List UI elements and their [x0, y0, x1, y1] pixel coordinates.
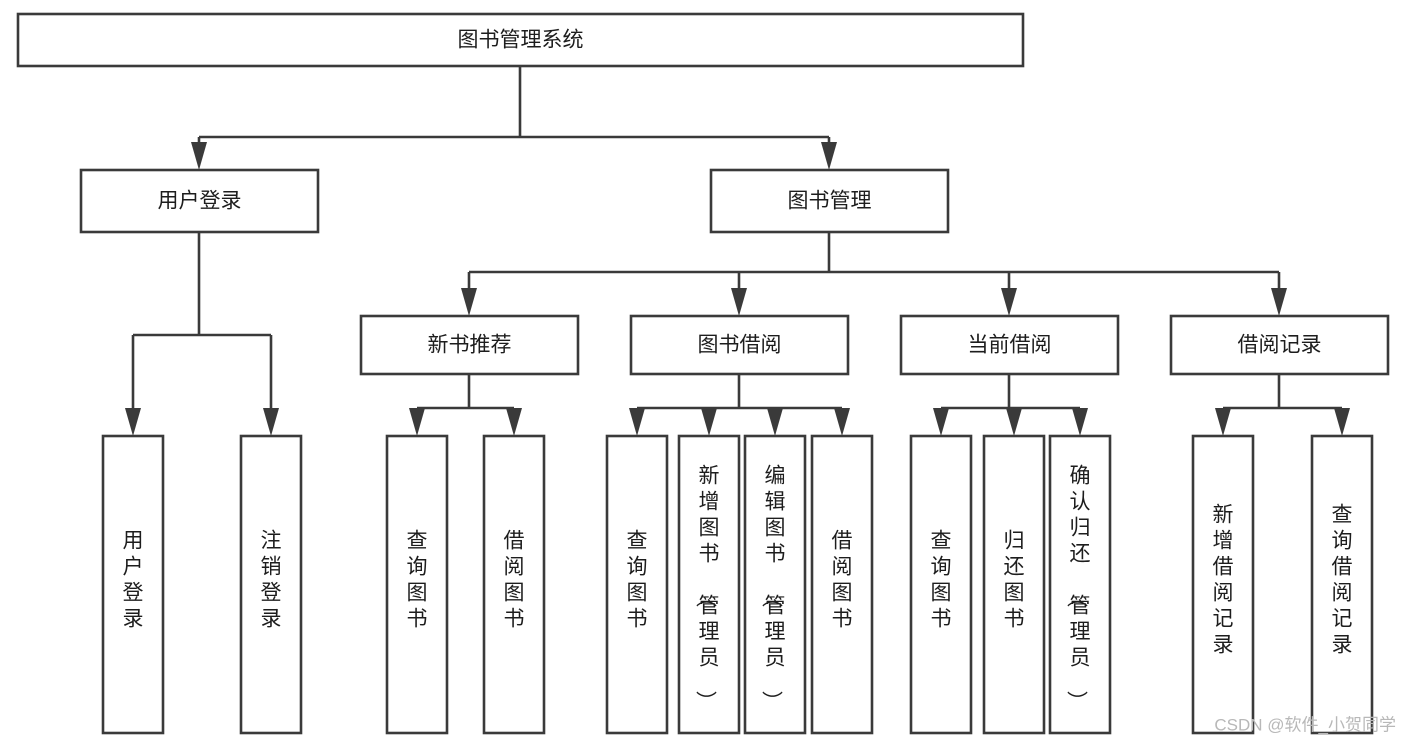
arrow-head-icon [125, 408, 141, 436]
arrow-head-icon [731, 288, 747, 316]
node-new-book-recommend[interactable]: 新书推荐 [359, 314, 580, 376]
node-box [709, 168, 950, 234]
node-label: 确认归还（管理员） [1065, 465, 1091, 712]
arrow-head-icon [821, 142, 837, 170]
arrow-head-icon [629, 408, 645, 436]
node-box [385, 434, 449, 735]
node-label: 查询图书 [407, 530, 428, 631]
node-label: 当前借阅 [968, 334, 1052, 357]
node-box [629, 314, 850, 376]
node-leaf-query-book-rec[interactable]: 查询图书 [385, 434, 449, 735]
node-box [16, 12, 1025, 68]
node-label: 编辑图书（管理员） [760, 465, 786, 712]
arrow-head-icon [1001, 288, 1017, 316]
node-leaf-add-borrow-record[interactable]: 新增借阅记录 [1191, 434, 1255, 735]
node-label: 借阅图书 [504, 530, 525, 631]
node-box [909, 434, 973, 735]
node-box [743, 434, 807, 735]
arrow-head-icon [1271, 288, 1287, 316]
node-book-manage[interactable]: 图书管理 [709, 168, 950, 234]
arrow-head-icon [701, 408, 717, 436]
node-leaf-borrow-book-rec[interactable]: 借阅图书 [482, 434, 546, 735]
node-label: 借阅记录 [1238, 334, 1322, 357]
node-box [101, 434, 165, 735]
node-box [239, 434, 303, 735]
node-label: 新增图书（管理员） [694, 465, 720, 712]
node-label: 用户登录 [158, 190, 242, 213]
node-label: 新书推荐 [428, 334, 512, 357]
node-box [899, 314, 1120, 376]
node-label: 图书借阅 [698, 334, 782, 357]
arrow-head-icon [933, 408, 949, 436]
node-borrow-record[interactable]: 借阅记录 [1169, 314, 1390, 376]
arrow-head-icon [1334, 408, 1350, 436]
node-box [359, 314, 580, 376]
arrow-head-icon [767, 408, 783, 436]
node-label: 查询借阅记录 [1332, 504, 1353, 657]
csdn-watermark: CSDN @软件_小贺同学 [1214, 715, 1396, 734]
connector-layer [125, 66, 1350, 436]
node-box [605, 434, 669, 735]
arrow-head-icon [506, 408, 522, 436]
node-leaf-confirm-return-admin[interactable]: 确认归还（管理员） [1048, 434, 1112, 735]
arrow-head-icon [263, 408, 279, 436]
node-leaf-user-login[interactable]: 用户登录 [101, 434, 165, 735]
node-box [482, 434, 546, 735]
arrow-head-icon [1215, 408, 1231, 436]
node-label: 查询图书 [627, 530, 648, 631]
node-current-borrow[interactable]: 当前借阅 [899, 314, 1120, 376]
node-box [810, 434, 874, 735]
node-undefined[interactable]: 图书管理系统 [16, 12, 1025, 68]
node-book-borrow[interactable]: 图书借阅 [629, 314, 850, 376]
node-leaf-query-book-current[interactable]: 查询图书 [909, 434, 973, 735]
arrow-head-icon [1072, 408, 1088, 436]
node-user-login[interactable]: 用户登录 [79, 168, 320, 234]
node-label: 查询图书 [931, 530, 952, 631]
arrow-head-icon [409, 408, 425, 436]
node-leaf-query-book-borrow[interactable]: 查询图书 [605, 434, 669, 735]
node-leaf-edit-book-admin[interactable]: 编辑图书（管理员） [743, 434, 807, 735]
arrow-head-icon [1006, 408, 1022, 436]
node-box [1169, 314, 1390, 376]
node-label: 图书管理系统 [458, 29, 584, 52]
node-label: 借阅图书 [832, 530, 853, 631]
node-label: 新增借阅记录 [1213, 504, 1234, 657]
node-label: 归还图书 [1004, 530, 1025, 631]
node-layer: 图书管理系统用户登录图书管理新书推荐图书借阅当前借阅借阅记录用户登录注销登录查询… [16, 12, 1390, 735]
node-box [1310, 434, 1374, 735]
node-box [1191, 434, 1255, 735]
arrow-head-icon [191, 142, 207, 170]
node-leaf-return-book[interactable]: 归还图书 [982, 434, 1046, 735]
node-box [1048, 434, 1112, 735]
node-box [982, 434, 1046, 735]
node-leaf-borrow-book[interactable]: 借阅图书 [810, 434, 874, 735]
node-leaf-user-logout[interactable]: 注销登录 [239, 434, 303, 735]
node-label: 用户登录 [123, 530, 144, 631]
node-box [79, 168, 320, 234]
node-label: 注销登录 [261, 530, 282, 631]
node-leaf-add-book-admin[interactable]: 新增图书（管理员） [677, 434, 741, 735]
node-box [677, 434, 741, 735]
arrow-head-icon [461, 288, 477, 316]
arrow-head-icon [834, 408, 850, 436]
node-label: 图书管理 [788, 190, 872, 213]
node-leaf-query-borrow-record[interactable]: 查询借阅记录 [1310, 434, 1374, 735]
